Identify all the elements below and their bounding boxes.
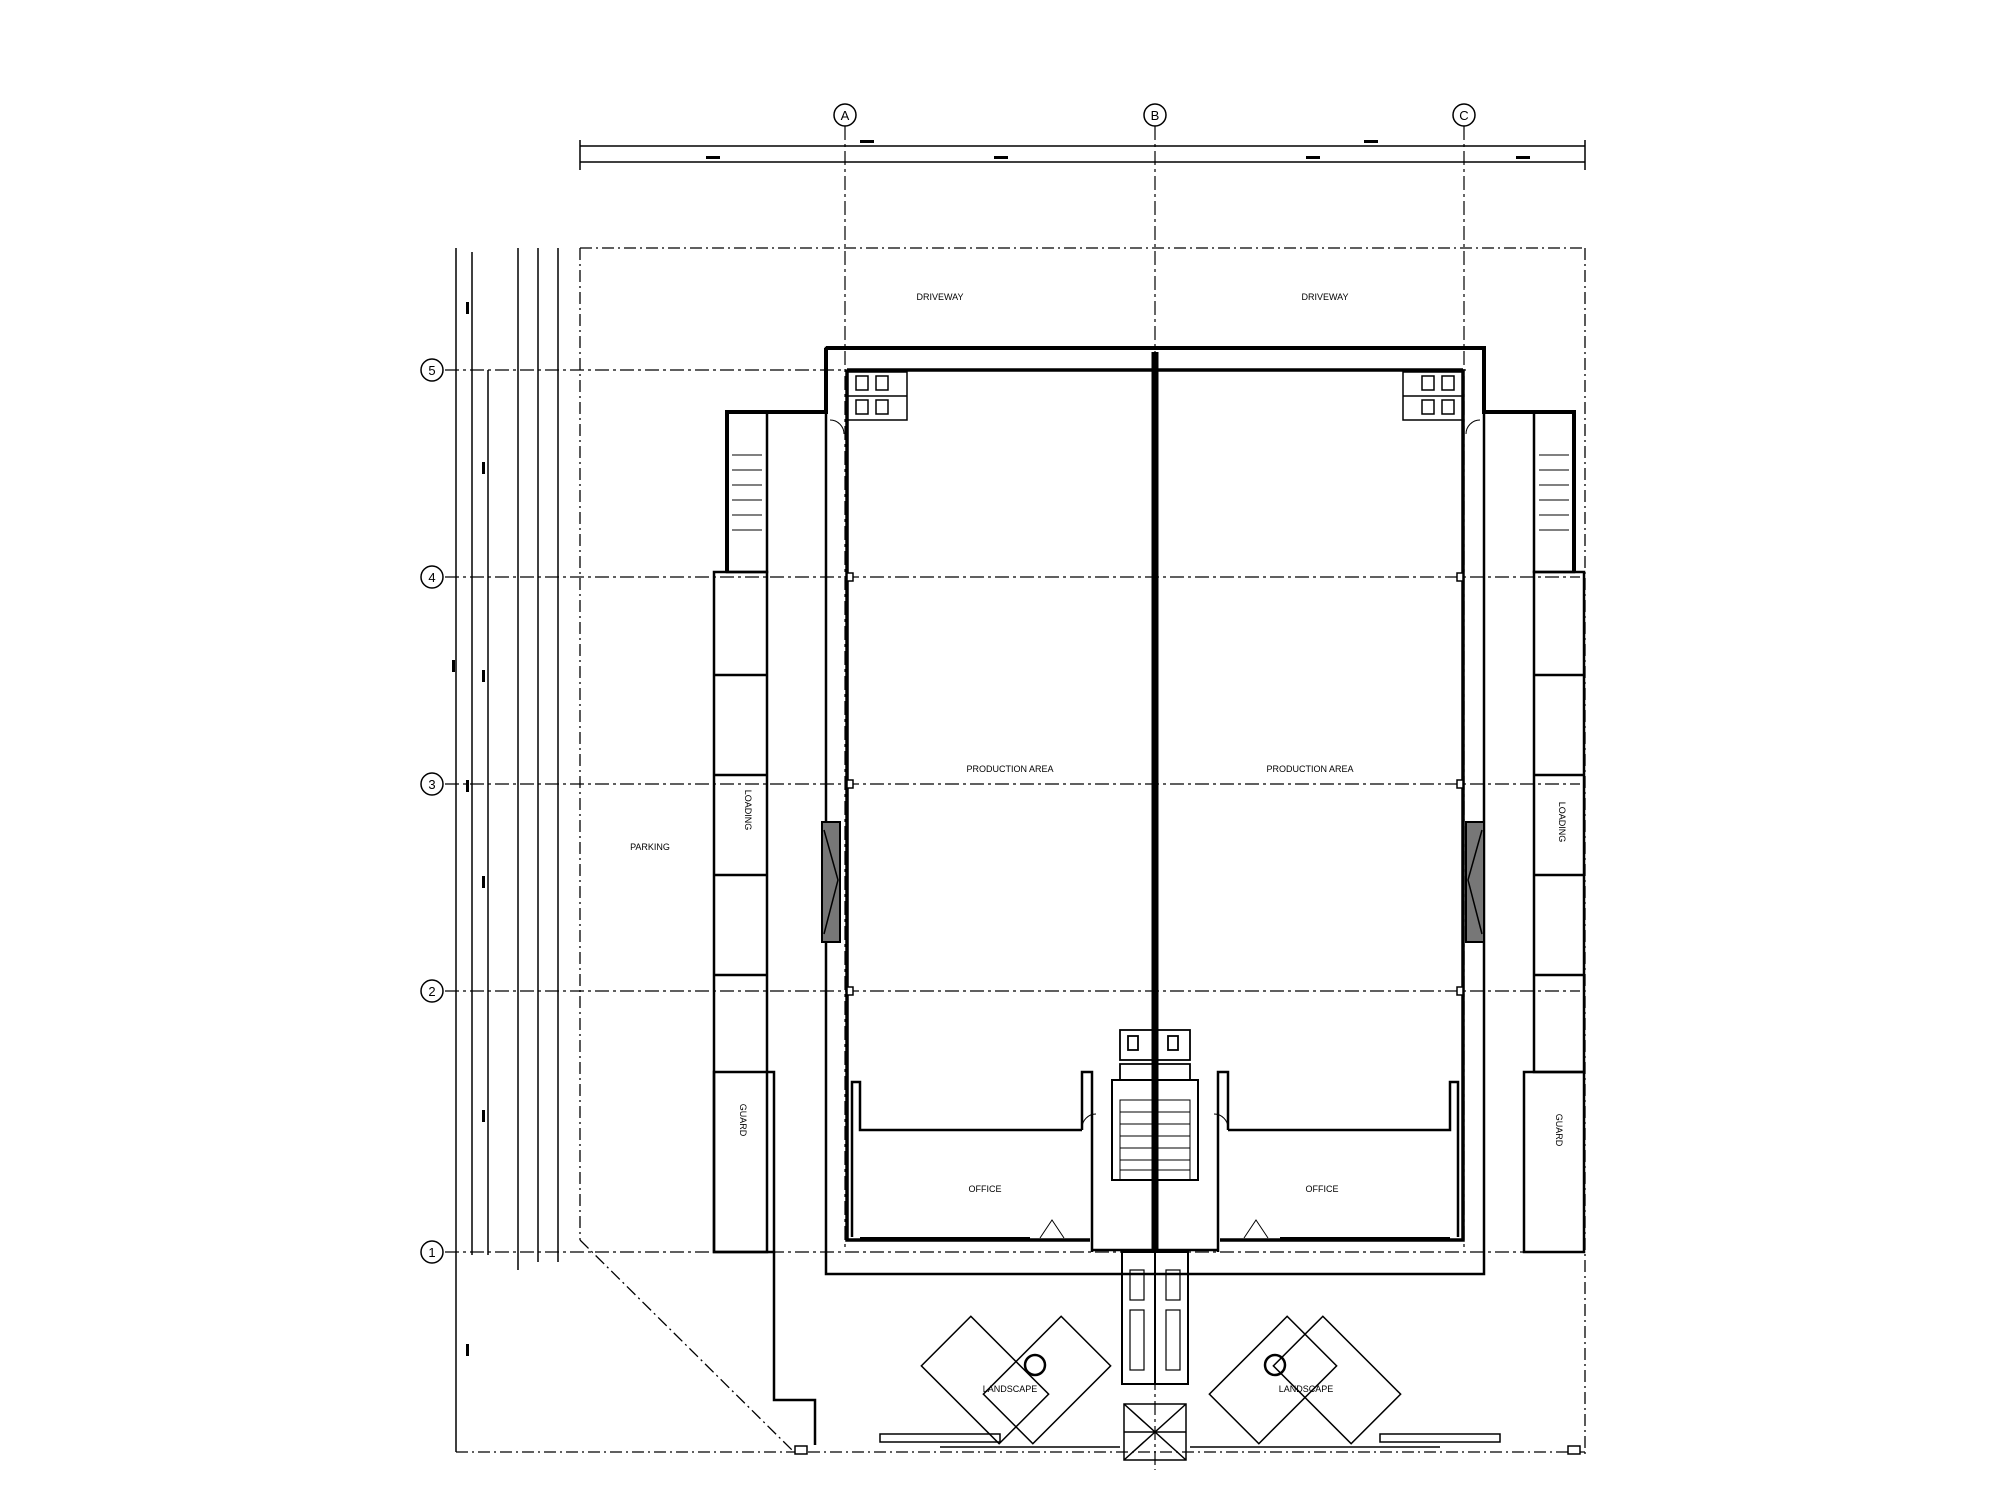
grid-bubble-5: 5: [420, 358, 444, 382]
loading-door-left: [821, 821, 841, 943]
room-label-driveway-left: DRIVEWAY: [916, 292, 963, 302]
guard-house-left: [920, 1315, 1112, 1445]
grid-bubble-b: B: [1143, 103, 1167, 127]
grid-bubble-2: 2: [420, 979, 444, 1003]
room-label-production-left: PRODUCTION AREA: [966, 764, 1053, 774]
corner-markers: [794, 1445, 1581, 1455]
loading-door-right: [1465, 821, 1485, 943]
central-stair: [1111, 1079, 1199, 1181]
left-stair: [732, 454, 762, 531]
room-label-loading-left: LOADING: [743, 790, 753, 831]
right-side-strip: [1522, 410, 1586, 1254]
room-label-driveway-right: DRIVEWAY: [1301, 292, 1348, 302]
toilet-block-right: [1402, 371, 1464, 421]
top-dimension-ticks: [706, 140, 1530, 159]
front-road: [879, 1433, 1501, 1448]
left-side-strip: [712, 410, 817, 1445]
svg-text:4: 4: [428, 570, 435, 585]
room-label-production-right: PRODUCTION AREA: [1266, 764, 1353, 774]
grid-lines: [445, 126, 1580, 1470]
guard-house-right: [1208, 1315, 1402, 1445]
grid-bubble-c: C: [1452, 103, 1476, 127]
right-stair: [1539, 454, 1569, 531]
left-dimensions: [455, 248, 559, 1452]
room-label-office-left: OFFICE: [969, 1184, 1002, 1194]
bin-store: [1121, 1251, 1189, 1385]
room-label-landscape-right: LANDSCAPE: [1279, 1384, 1334, 1394]
office-door-swings: [1039, 1113, 1269, 1239]
svg-text:1: 1: [428, 1245, 435, 1260]
top-dimensions: [579, 140, 1586, 170]
door-swing-top: [829, 419, 1481, 435]
grid-bubble-a: A: [833, 103, 857, 127]
grid-bubble-4: 4: [420, 565, 444, 589]
svg-text:5: 5: [428, 363, 435, 378]
svg-text:B: B: [1151, 108, 1160, 123]
room-label-parking: PARKING: [630, 842, 670, 852]
room-label-loading-right: LOADING: [1557, 802, 1567, 843]
svg-text:A: A: [841, 108, 850, 123]
front-gate: [1123, 1403, 1187, 1461]
office-walls: [850, 1070, 1460, 1252]
room-label-guard-right: GUARD: [1554, 1114, 1564, 1147]
room-label-guard-left: GUARD: [738, 1104, 748, 1137]
building-outer-wall: [725, 346, 1576, 1276]
svg-text:3: 3: [428, 777, 435, 792]
left-dimension-ticks: [452, 302, 485, 1356]
room-label-office-right: OFFICE: [1306, 1184, 1339, 1194]
svg-text:C: C: [1459, 108, 1468, 123]
column-markers: [846, 572, 1464, 996]
grid-bubble-3: 3: [420, 772, 444, 796]
toilet-block-left: [846, 371, 908, 421]
room-label-landscape-left: LANDSCAPE: [983, 1384, 1038, 1394]
grid-bubble-1: 1: [420, 1240, 444, 1264]
svg-text:2: 2: [428, 984, 435, 999]
